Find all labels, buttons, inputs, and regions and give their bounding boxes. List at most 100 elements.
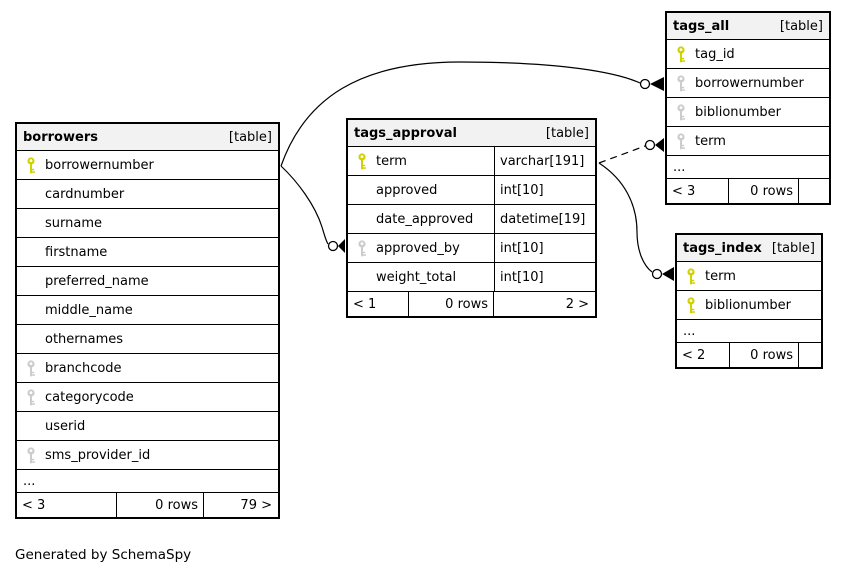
column-row-branchcode: branchcode: [17, 354, 278, 383]
primary-key-icon: [685, 267, 697, 285]
zero-or-many-circle: [644, 139, 656, 151]
generated-by-note: Generated by SchemaSpy: [15, 547, 192, 563]
column-name-cell: preferred_name: [17, 267, 278, 295]
primary-key-icon: [685, 296, 697, 314]
column-row-borrowernumber: borrowernumber: [17, 151, 278, 180]
column-row-userid: userid: [17, 412, 278, 441]
more-columns-ellipsis: ...: [17, 470, 278, 493]
key-slot-spacer: [25, 244, 37, 261]
column-name-cell: borrowernumber: [667, 69, 829, 97]
column-row-biblionumber: biblionumber: [667, 98, 829, 127]
zero-or-many-circle: [327, 240, 339, 252]
footer-related-right: 79 >: [240, 497, 272, 513]
column-type-cell: int[10]: [494, 234, 595, 262]
column-row-categorycode: categorycode: [17, 383, 278, 412]
foreign-key-icon: [25, 446, 37, 464]
column-name-cell: term: [677, 262, 821, 290]
table-type-badge: [table]: [779, 18, 823, 34]
column-row-term: term: [667, 127, 829, 156]
table-header-borrowers[interactable]: borrowers[table]: [17, 124, 278, 151]
column-name: categorycode: [45, 389, 134, 405]
footer-row-count: 0 rows: [409, 292, 494, 316]
column-name: firstname: [45, 244, 108, 260]
column-name-cell: approved: [348, 176, 494, 204]
column-row-borrowernumber: borrowernumber: [667, 69, 829, 98]
crow-foot-arrow: [650, 77, 664, 91]
footer-related-right: [799, 179, 829, 203]
table-name: borrowers: [23, 129, 98, 145]
column-name-cell: biblionumber: [667, 98, 829, 126]
key-slot-spacer: [25, 418, 37, 435]
column-name: term: [376, 153, 407, 169]
table-name: tags_index: [683, 240, 762, 256]
column-name-cell: middle_name: [17, 296, 278, 324]
footer-related-left: < 3: [17, 493, 117, 517]
column-name-cell: firstname: [17, 238, 278, 266]
edge-borrowers-to-tags_approval-approved_by: [280, 165, 345, 253]
primary-key-icon: [675, 45, 687, 63]
column-name-cell: surname: [17, 209, 278, 237]
key-slot-spacer: [25, 215, 37, 232]
primary-key-icon: [25, 156, 37, 174]
column-row-biblionumber: biblionumber: [677, 291, 821, 320]
column-name: term: [695, 133, 726, 149]
column-name: middle_name: [45, 302, 133, 318]
column-row-surname: surname: [17, 209, 278, 238]
column-name: preferred_name: [45, 273, 149, 289]
footer-related-left: < 1: [348, 292, 409, 316]
key-slot-spacer: [356, 182, 368, 199]
foreign-key-icon: [675, 74, 687, 92]
column-name: othernames: [45, 331, 124, 347]
column-name: approved_by: [376, 240, 460, 256]
column-row-othernames: othernames: [17, 325, 278, 354]
table-borrowers[interactable]: borrowers[table] borrowernumber cardnumber…: [15, 122, 280, 519]
column-name: cardnumber: [45, 186, 125, 202]
zero-or-many-circle: [651, 268, 663, 280]
column-name: approved: [376, 182, 438, 198]
column-name: userid: [45, 418, 86, 434]
column-name-cell: weight_total: [348, 263, 494, 291]
foreign-key-icon: [675, 103, 687, 121]
column-row-firstname: firstname: [17, 238, 278, 267]
footer-related-left: < 2: [677, 343, 730, 367]
column-name-cell: term: [348, 147, 494, 175]
column-row-approved_by: approved_by int[10]: [348, 234, 595, 263]
table-header-tags_all[interactable]: tags_all [table]: [667, 13, 829, 40]
crow-foot-arrow: [662, 267, 674, 281]
key-slot-spacer: [25, 302, 37, 319]
foreign-key-icon: [356, 239, 368, 257]
column-name-cell: branchcode: [17, 354, 278, 382]
column-name-cell: cardnumber: [17, 180, 278, 208]
foreign-key-icon: [25, 359, 37, 377]
footer-row-count: 0 rows: [117, 493, 204, 517]
column-name-cell: tag_id: [667, 40, 829, 68]
column-name-cell: categorycode: [17, 383, 278, 411]
column-name: branchcode: [45, 360, 122, 376]
column-name-cell: userid: [17, 412, 278, 440]
column-name-cell: date_approved: [348, 205, 494, 233]
column-row-term: term: [677, 262, 821, 291]
column-row-cardnumber: cardnumber: [17, 180, 278, 209]
table-name: tags_approval: [354, 125, 457, 141]
column-row-sms_provider_id: sms_provider_id: [17, 441, 278, 470]
table-name: tags_all: [673, 18, 730, 34]
column-name: borrowernumber: [45, 157, 154, 173]
crow-foot-arrow: [655, 138, 664, 152]
column-type-cell: int[10]: [494, 263, 595, 291]
table-header-tags_approval[interactable]: tags_approval[table]: [348, 120, 595, 147]
column-name: biblionumber: [695, 104, 782, 120]
column-name: term: [705, 268, 736, 284]
column-name: surname: [45, 215, 102, 231]
column-name: biblionumber: [705, 297, 792, 313]
zero-or-many-circle: [639, 78, 651, 90]
edge-tags_approval-to-tags_index-term: [598, 162, 674, 281]
table-header-tags_index[interactable]: tags_index[table]: [677, 235, 821, 262]
